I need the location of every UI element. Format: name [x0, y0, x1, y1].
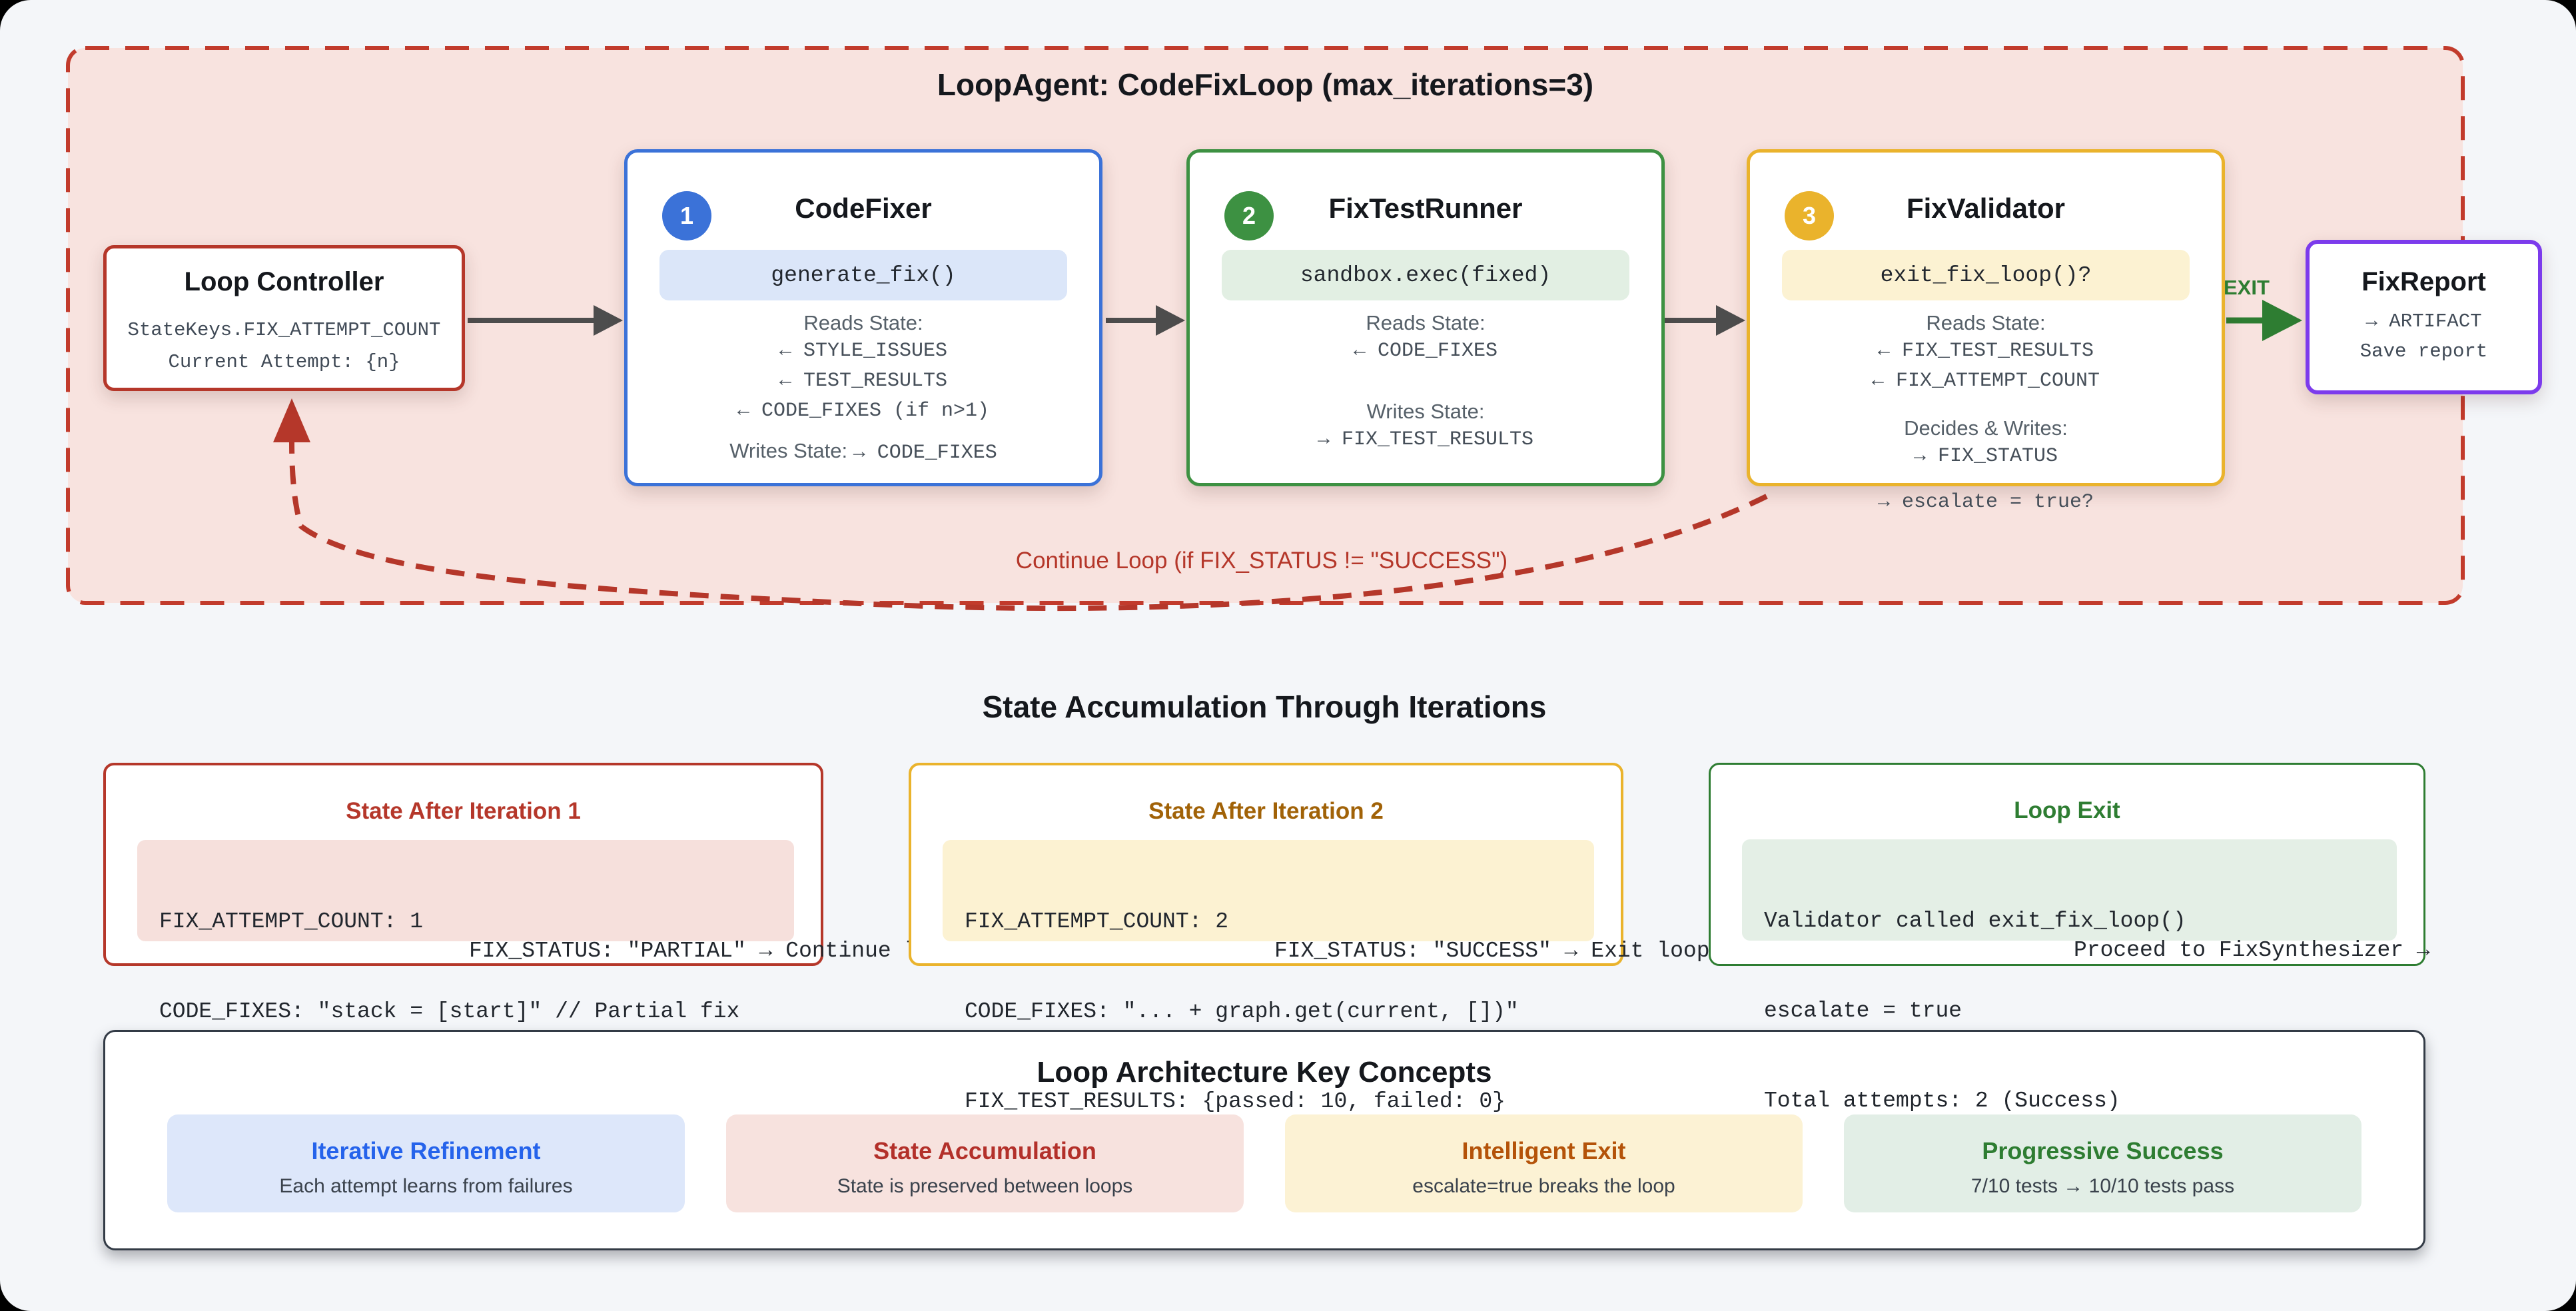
concept-chip-title: State Accumulation: [873, 1137, 1096, 1164]
report-artifact-line: → ARTIFACT: [2365, 310, 2482, 332]
writes-item: → FIX_TEST_RESULTS: [1317, 428, 1534, 451]
exit-label: EXIT: [2224, 276, 2270, 299]
step-badge-1: 1: [662, 191, 711, 240]
key-concepts-card: Loop Architecture Key Concepts Iterative…: [103, 1030, 2425, 1250]
concept-chip-title: Iterative Refinement: [311, 1137, 541, 1164]
concept-chip-title: Progressive Success: [1982, 1137, 2224, 1164]
state-card-title: State After Iteration 1: [346, 798, 581, 824]
writes-state-label: Writes State:: [729, 439, 848, 462]
state-code-line: Validator called exit_fix_loop(): [1764, 909, 2186, 933]
concept-chip-intelligent-exit: Intelligent Exit escalate=true breaks th…: [1285, 1114, 1803, 1212]
concept-chip-iterative-refinement: Iterative Refinement Each attempt learns…: [167, 1114, 685, 1212]
state-card-iteration-2: State After Iteration 2 FIX_ATTEMPT_COUN…: [909, 763, 1710, 1114]
reads-item: ← CODE_FIXES: [1353, 340, 1498, 362]
node-card-codefixer: 1 CodeFixer generate_fix() Reads State: …: [624, 149, 1102, 486]
decides-writes-label: Decides & Writes:: [1904, 416, 2068, 440]
loop-controller-card: Loop Controller StateKeys.FIX_ATTEMPT_CO…: [103, 245, 465, 391]
concept-chip-desc: Each attempt learns from failures: [279, 1175, 573, 1197]
code-chip-exit-fix-loop: exit_fix_loop()?: [1782, 250, 2190, 300]
reads-item: ← STYLE_ISSUES: [779, 340, 948, 362]
state-card-title: State After Iteration 2: [1148, 798, 1384, 824]
key-concepts-row: Iterative Refinement Each attempt learns…: [105, 1114, 2423, 1212]
writes-item: → CODE_FIXES: [853, 442, 997, 464]
loop-title: LoopAgent: CodeFixLoop (max_iterations=3…: [937, 67, 1594, 102]
state-card-title: Loop Exit: [2014, 797, 2120, 823]
state-code-line: FIX_ATTEMPT_COUNT: 1: [159, 909, 424, 934]
writes-item-escalate: → escalate = true?: [1877, 491, 2094, 514]
continue-loop-label: Continue Loop (if FIX_STATUS != "SUCCESS…: [1015, 548, 1508, 574]
loop-controller-title: Loop Controller: [184, 267, 384, 296]
step-badge-2: 2: [1224, 191, 1274, 240]
key-concepts-title: Loop Architecture Key Concepts: [1037, 1056, 1492, 1089]
flow-arrow-testrunner-to-validator: [1664, 305, 1745, 336]
node-card-fixreport: FixReport → ARTIFACT Save report: [2306, 240, 2542, 394]
node-card-fixtestrunner: 2 FixTestRunner sandbox.exec(fixed) Read…: [1186, 149, 1665, 486]
concept-chip-desc: escalate=true breaks the loop: [1412, 1175, 1675, 1197]
state-status-line: FIX_STATUS: "PARTIAL" → Continue loop: [469, 939, 957, 963]
states-section-heading: State Accumulation Through Iterations: [982, 689, 1547, 724]
state-code-block: FIX_ATTEMPT_COUNT: 1 CODE_FIXES: "stack …: [137, 840, 794, 1114]
reads-state-label: Reads State:: [803, 311, 923, 334]
reads-state-label: Reads State:: [1366, 311, 1486, 334]
concept-chip-title: Intelligent Exit: [1462, 1137, 1626, 1164]
concept-chip-desc: 7/10 tests → 10/10 tests pass: [1970, 1175, 2235, 1197]
state-code-line: CODE_FIXES: "... + graph.get(current, []…: [965, 999, 1519, 1024]
writes-state-line: Writes State: → CODE_FIXES: [628, 436, 1099, 468]
state-code-block: FIX_ATTEMPT_COUNT: 2 CODE_FIXES: "... + …: [943, 840, 1594, 1114]
reads-item: ← CODE_FIXES (if n>1): [737, 400, 990, 422]
concept-chip-progressive-success: Progressive Success 7/10 tests → 10/10 t…: [1844, 1114, 2361, 1212]
state-status-line: Proceed to FixSynthesizer →: [2074, 938, 2430, 963]
flow-arrow-controller-to-codefixer: [468, 305, 623, 336]
node-card-fixvalidator: 3 FixValidator exit_fix_loop()? Reads St…: [1747, 149, 2225, 514]
state-code-line: FIX_TEST_RESULTS: {passed: 10, failed: 0…: [965, 1089, 1505, 1114]
node-title-fixvalidator: FixValidator: [1906, 193, 2066, 224]
concept-chip-state-accumulation: State Accumulation State is preserved be…: [726, 1114, 1244, 1212]
state-status-line: FIX_STATUS: "SUCCESS" → Exit loop: [1274, 939, 1710, 963]
reads-item: ← TEST_RESULTS: [779, 370, 948, 392]
writes-state-label: Writes State:: [1366, 400, 1485, 423]
report-save-line: Save report: [2360, 340, 2488, 362]
state-code-line: Total attempts: 2 (Success): [1764, 1089, 2120, 1113]
state-code-block: Validator called exit_fix_loop() escalat…: [1742, 839, 2397, 1113]
code-chip-sandbox-exec: sandbox.exec(fixed): [1222, 250, 1629, 300]
writes-item: → FIX_STATUS: [1913, 445, 2058, 468]
node-title-fixtestrunner: FixTestRunner: [1328, 193, 1523, 224]
exit-arrow: [2226, 300, 2302, 341]
reads-item: ← FIX_ATTEMPT_COUNT: [1871, 370, 2100, 392]
state-code-line: escalate = true: [1764, 999, 1962, 1023]
loop-controller-statekey: StateKeys.FIX_ATTEMPT_COUNT: [127, 319, 441, 341]
continue-loop-arrow: [273, 398, 1768, 612]
node-title-codefixer: CodeFixer: [795, 193, 932, 224]
reads-state-label: Reads State:: [1926, 311, 2046, 334]
step-badge-3: 3: [1785, 191, 1834, 240]
reads-item: ← FIX_TEST_RESULTS: [1877, 340, 2094, 362]
state-card-loop-exit: Loop Exit Validator called exit_fix_loop…: [1709, 763, 2430, 1113]
loop-controller-attempt: Current Attempt: {n}: [168, 351, 400, 373]
concept-chip-desc: State is preserved between loops: [837, 1175, 1133, 1197]
state-card-iteration-1: State After Iteration 1 FIX_ATTEMPT_COUN…: [103, 763, 957, 1114]
code-chip-generate-fix: generate_fix(): [659, 250, 1067, 300]
state-code-line: CODE_FIXES: "stack = [start]" // Partial…: [159, 999, 740, 1024]
state-code-line: FIX_ATTEMPT_COUNT: 2: [965, 909, 1229, 934]
flow-arrow-codefixer-to-testrunner: [1106, 305, 1185, 336]
node-title-fixreport: FixReport: [2361, 267, 2486, 296]
